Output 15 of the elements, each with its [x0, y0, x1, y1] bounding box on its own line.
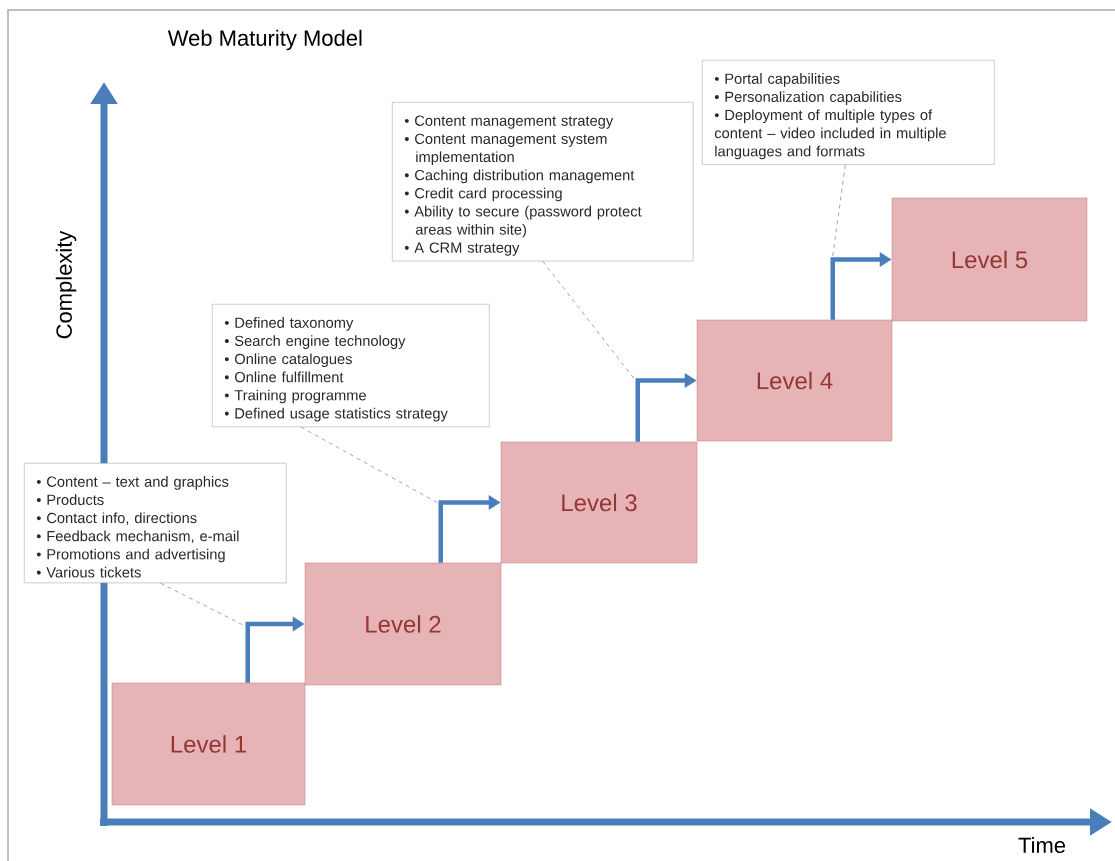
callout-box: • Defined taxonomy • Search engine technology • Online catalogues • Online fulfillment • Training programme • Defined usage statistics strategy — [212, 304, 490, 428]
callout-box: • Content management strategy • Content management system implementation • Caching distribution management • Credit card processing • Ability to secure (password protect areas within site) • A CRM strategy — [392, 102, 694, 262]
callout-box: • Portal capabilities • Personalization capabilities • Deployment of multiple types of content – video included in multiple languages and formats — [702, 60, 995, 165]
callout-box: • Content – text and graphics • Products • Contact info, directions • Feedback mechanism, e-mail • Promotions and advertising • Various tickets — [24, 463, 287, 584]
leader-line — [831, 164, 846, 262]
level-box: Level 2 — [304, 562, 502, 686]
diagram-title: Web Maturity Model — [167, 29, 362, 51]
axis-label: Complexity — [55, 230, 77, 339]
level-box: Level 3 — [500, 441, 698, 564]
level-box: Level 4 — [696, 319, 893, 442]
level-box: Level 1 — [111, 682, 306, 806]
leader-line — [300, 426, 439, 504]
level-box: Level 5 — [891, 197, 1088, 322]
leader-line — [160, 582, 246, 627]
axis-label: Time — [1018, 836, 1066, 854]
